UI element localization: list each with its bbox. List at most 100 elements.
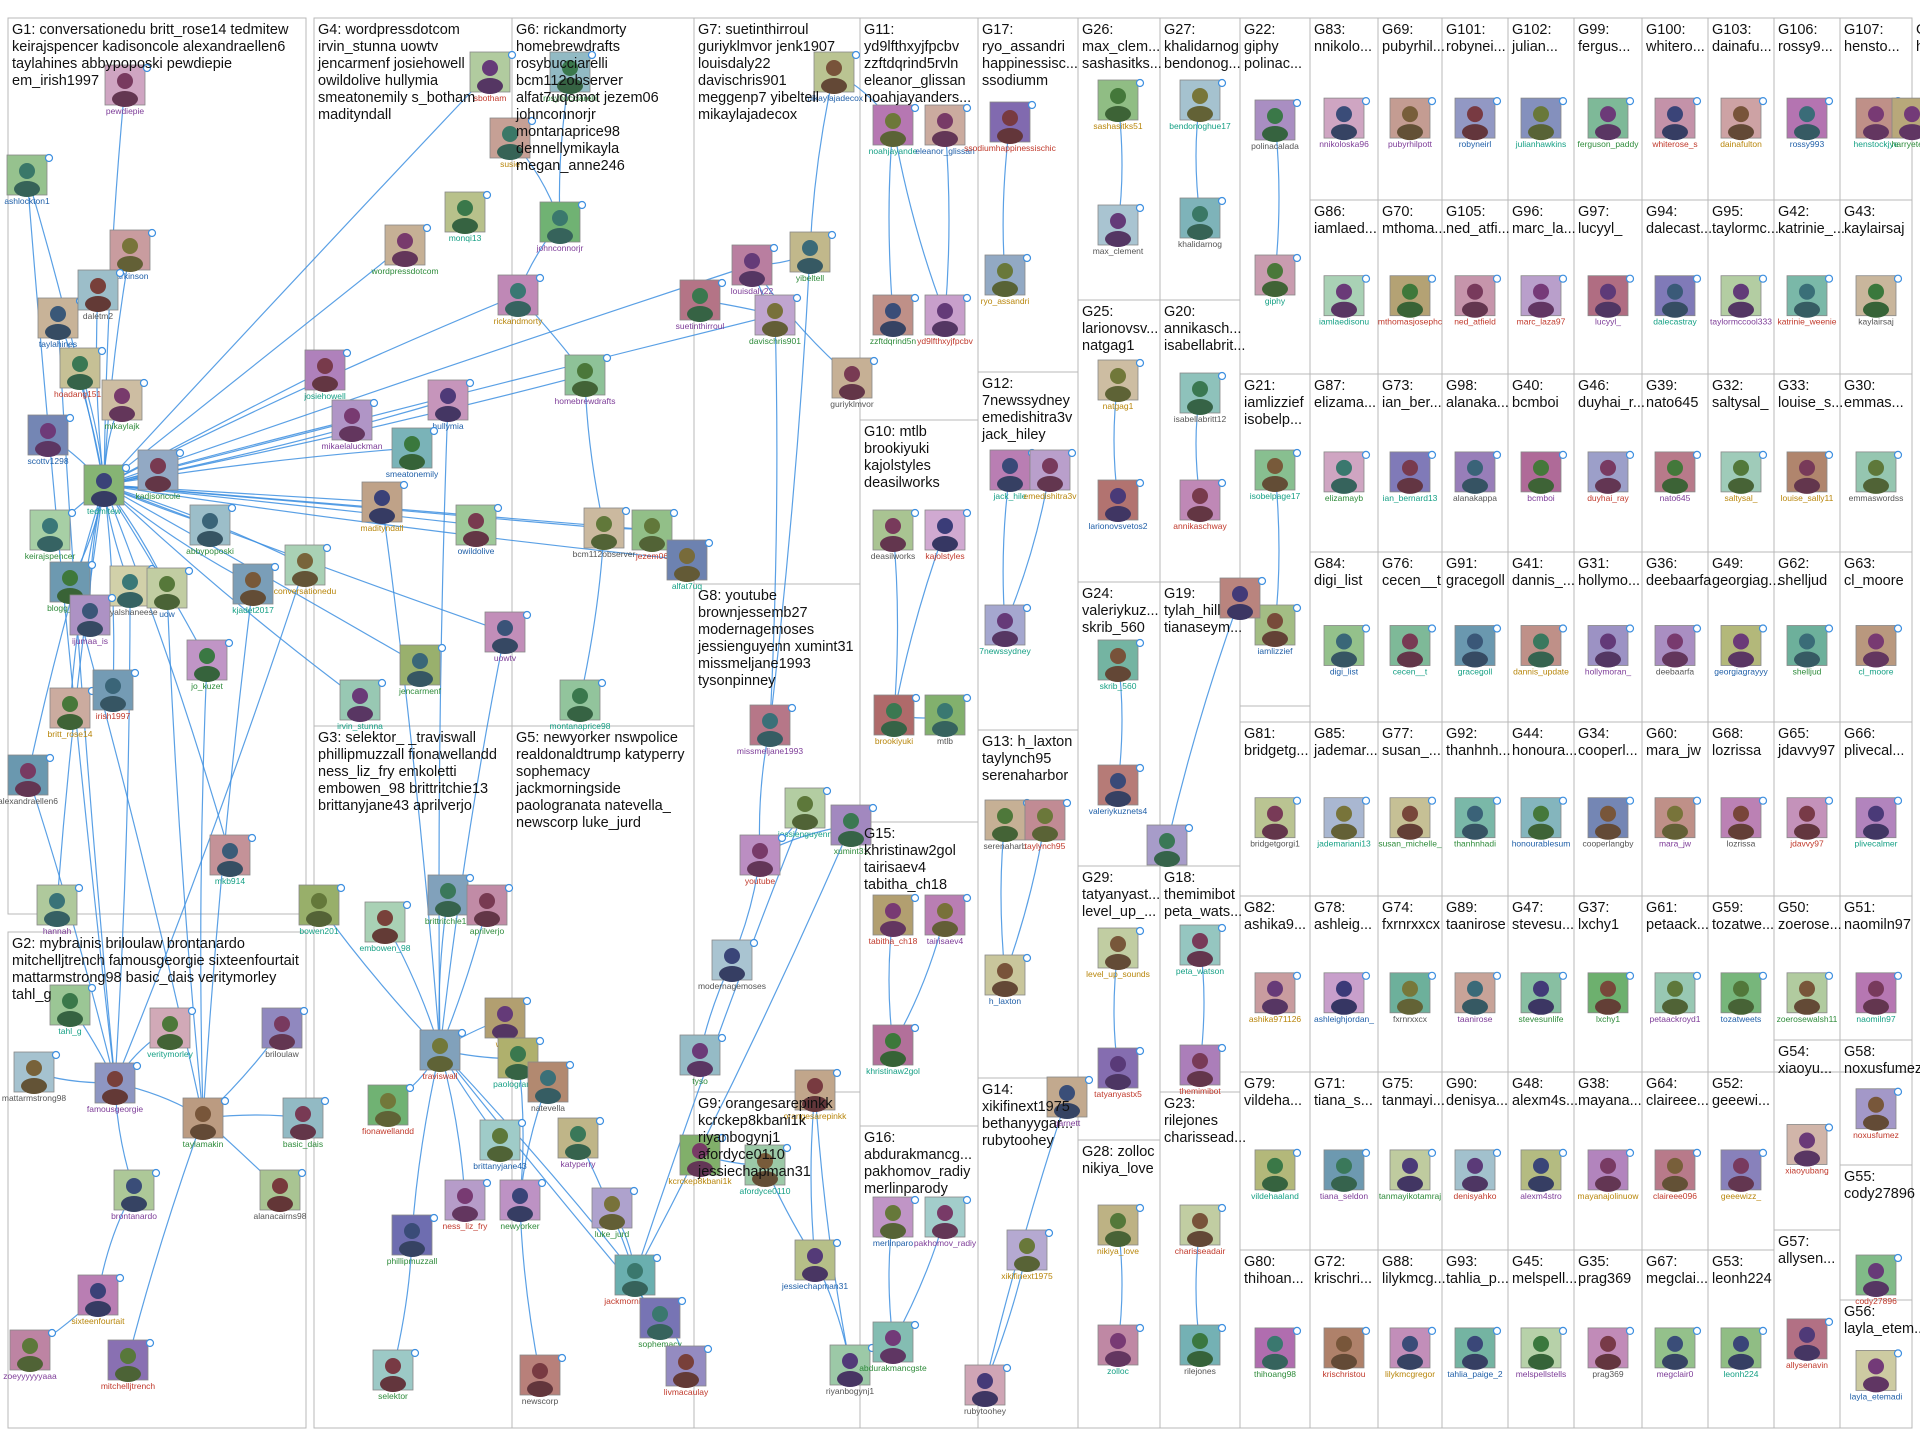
node-dalecastray[interactable]: dalecastray — [1653, 274, 1702, 327]
node-briloulaw[interactable]: briloulaw — [261, 1006, 309, 1060]
node-conversationedu[interactable]: conversationedu — [274, 543, 337, 597]
node-gracegoll[interactable]: gracegoll — [1454, 624, 1502, 677]
node-abdurakmancgste[interactable]: abdurakmancgste — [859, 1320, 927, 1374]
node-jessienguyenn[interactable]: jessienguyenn — [777, 786, 833, 840]
node-7newssydney[interactable]: 7newssydney — [979, 603, 1031, 657]
node-bowen201[interactable]: bowen201 — [298, 883, 346, 937]
node-cl_moore[interactable]: cl_moore — [1855, 624, 1903, 677]
node-taylamakin[interactable]: taylamakin — [182, 1096, 230, 1150]
node-alanacairns98[interactable]: alanacairns98 — [254, 1168, 307, 1222]
node-isobelpage17[interactable]: isobelpage17 — [1250, 448, 1302, 502]
node-nnikoloska96[interactable]: nnikoloska96 — [1319, 96, 1371, 150]
node-denisyahko[interactable]: denisyahko — [1453, 1148, 1502, 1201]
node-orangesarepinkk[interactable]: orangesarepinkk — [784, 1068, 848, 1122]
node-level_up_sounds[interactable]: level_up_sounds — [1086, 926, 1150, 980]
node-iamlizzief[interactable]: iamlizzief — [1254, 603, 1302, 657]
node-alfat7uq[interactable]: alfat7uq — [666, 538, 714, 592]
node-annikaschway[interactable]: annikaschway — [1173, 478, 1227, 532]
node-merlinparo[interactable]: merlinparo — [872, 1195, 920, 1249]
node-ferguson_paddy[interactable]: ferguson_paddy — [1578, 96, 1640, 150]
node-taylynch95[interactable]: taylynch95 — [1024, 798, 1072, 852]
node-xumint31[interactable]: xumint31 — [830, 803, 878, 857]
node-kajolstyles[interactable]: kajolstyles — [924, 508, 972, 562]
node-polinacalada[interactable]: polinacalada — [1251, 98, 1302, 152]
node-jademariani13[interactable]: jademariani13 — [1316, 796, 1371, 849]
node-lxchy1[interactable]: lxchy1 — [1587, 971, 1635, 1024]
node-tahlia_paige_2[interactable]: tahlia_paige_2 — [1447, 1326, 1503, 1379]
node-bcmboi[interactable]: bcmboi — [1520, 450, 1568, 503]
node-abbypoposki[interactable]: abbypoposki — [186, 503, 237, 557]
node-georgiagrayyy[interactable]: georgiagrayyy — [1714, 624, 1768, 677]
node-parkinson[interactable]: parkinson — [109, 228, 157, 282]
node-dannis_update[interactable]: dannis_update — [1513, 624, 1569, 677]
node-phillipmuzzall[interactable]: phillipmuzzall — [387, 1213, 439, 1267]
node-tyso[interactable]: tyso — [679, 1033, 727, 1087]
node-monqi13[interactable]: monqi13 — [444, 190, 492, 244]
node-geeewizz_[interactable]: geeewizz_ — [1720, 1148, 1768, 1201]
node-jack_hile[interactable]: jack_hile — [989, 448, 1037, 502]
node-emmaswordss[interactable]: emmaswordss — [1849, 450, 1904, 503]
node-tatyanyastx5[interactable]: tatyanyastx5 — [1094, 1046, 1145, 1100]
node-digi_list[interactable]: digi_list — [1323, 624, 1371, 677]
node-claireee096[interactable]: claireee096 — [1653, 1148, 1702, 1201]
node-alexm4stro[interactable]: alexm4stro — [1520, 1148, 1568, 1201]
node-marc_laza97[interactable]: marc_laza97 — [1517, 274, 1568, 327]
node-bridgetgorgi1[interactable]: bridgetgorgi1 — [1250, 796, 1302, 849]
node-elizamayb[interactable]: elizamayb — [1323, 450, 1371, 503]
node-mikaelaluckman[interactable]: mikaelaluckman — [322, 398, 383, 452]
node-leonh224[interactable]: leonh224 — [1720, 1326, 1768, 1379]
node-taanirose[interactable]: taanirose — [1454, 971, 1502, 1024]
node-owildolive[interactable]: owildolive — [455, 503, 503, 557]
node-pubyrhilpott[interactable]: pubyrhilpott — [1388, 96, 1437, 150]
node-traviswall[interactable]: traviswall — [419, 1028, 467, 1082]
node-brontanardo[interactable]: brontanardo — [111, 1168, 161, 1222]
node-fxrnrxxcx[interactable]: fxrnrxxcx — [1389, 971, 1437, 1024]
node-duyhai_ray[interactable]: duyhai_ray — [1587, 450, 1635, 503]
node-jo_kuzet[interactable]: jo_kuzet — [186, 638, 234, 692]
node-jencarmenf[interactable]: jencarmenf — [398, 643, 447, 697]
node-zolloc[interactable]: zolloc — [1097, 1323, 1145, 1377]
node-valeriykuznets4[interactable]: valeriykuznets4 — [1089, 763, 1148, 817]
node-tozatweets[interactable]: tozatweets — [1720, 971, 1768, 1024]
node-suetinthirroul[interactable]: suetinthirroul — [676, 278, 727, 332]
node-ijumaa_is[interactable]: ijumaa_is — [69, 593, 117, 647]
node-lilykmcgregor[interactable]: lilykmcgregor — [1385, 1326, 1437, 1379]
node-ashika971126[interactable]: ashika971126 — [1249, 971, 1302, 1024]
node-tanmayikotamraj[interactable]: tanmayikotamraj — [1379, 1148, 1441, 1201]
node-katyperry[interactable]: katyperry — [557, 1116, 605, 1170]
node-missmeljane1993[interactable]: missmeljane1993 — [737, 703, 803, 757]
node-whiterose_s[interactable]: whiterose_s — [1651, 96, 1702, 150]
node-mthomasjosephc[interactable]: mthomasjosephc — [1378, 274, 1443, 327]
node-afordyce0110[interactable]: afordyce0110 — [740, 1143, 792, 1197]
node-natevella[interactable]: natevella — [527, 1060, 575, 1114]
node-thanhnhadi[interactable]: thanhnhadi — [1454, 796, 1502, 849]
node-newscorp[interactable]: newscorp — [519, 1353, 567, 1407]
node-noahjayande[interactable]: noahjayande — [869, 103, 920, 157]
node-zoeyyyy[interactable]: zoeyyyyyyaaa — [3, 1328, 57, 1382]
node-serenaharb[interactable]: serenaharb — [983, 798, 1032, 852]
node-shelljud[interactable]: shelljud — [1786, 624, 1834, 677]
node-aprilverjo[interactable]: aprilverjo — [466, 883, 514, 937]
node-kaylairsaj[interactable]: kaylairsaj — [1855, 274, 1903, 327]
node-taylormccool333[interactable]: taylormccool333 — [1710, 274, 1772, 327]
node-yibeltell[interactable]: yibeltell — [789, 230, 837, 284]
node-ryo_assandri[interactable]: ryo_assandri — [981, 253, 1032, 307]
node-riyanbogynj1[interactable]: riyanbogynj1 — [826, 1343, 877, 1397]
node-lozrissa[interactable]: lozrissa — [1720, 796, 1768, 849]
node-mikaylajk[interactable]: mikaylajk — [101, 378, 149, 432]
node-emedishitra3v[interactable]: emedishitra3v — [1024, 448, 1078, 502]
node-mikaylajadecox[interactable]: mikaylajadecox — [805, 50, 864, 104]
node-louise_sally11[interactable]: louise_sally11 — [1781, 450, 1834, 503]
node-ashleighjordan_[interactable]: ashleighjordan_ — [1314, 971, 1374, 1024]
node-brookiyuki[interactable]: brookiyuki — [873, 693, 921, 747]
node-larionovsvetos2[interactable]: larionovsvetos2 — [1088, 478, 1148, 532]
node-rosybucciarelli[interactable]: rosybucciarelli — [543, 50, 597, 104]
node-davischris901[interactable]: davischris901 — [749, 293, 801, 347]
node-madityndall[interactable]: madityndall — [361, 480, 409, 534]
node-susan_michelle_[interactable]: susan_michelle_ — [1378, 796, 1442, 849]
node-guriyklmvor[interactable]: guriyklmvor — [830, 356, 879, 410]
node-scottv1298[interactable]: scottv1298 — [27, 413, 75, 467]
node-jessiechapman31[interactable]: jessiechapman31 — [781, 1238, 848, 1292]
node-khalidarnog[interactable]: khalidarnog — [1178, 196, 1227, 250]
node-bcm112observer[interactable]: bcm112observer — [573, 506, 636, 560]
